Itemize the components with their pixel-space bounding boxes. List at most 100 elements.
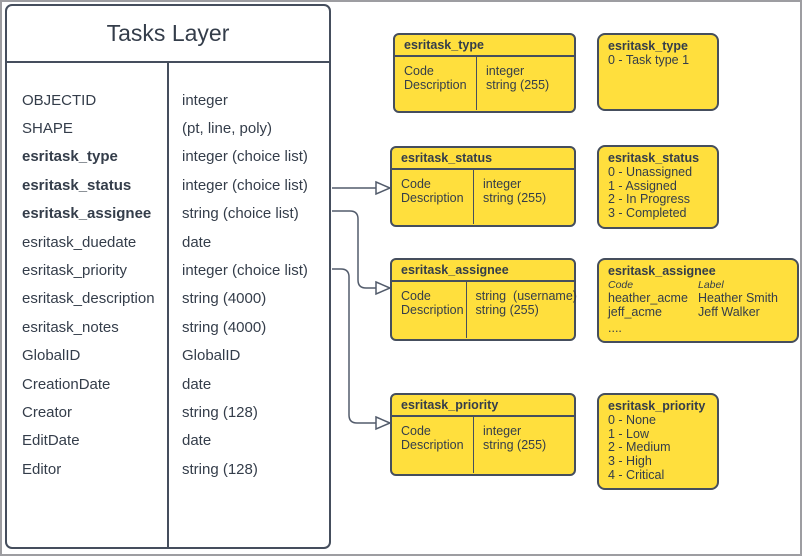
table-row: Editor string (128) xyxy=(7,455,329,483)
table-row: esritask_notes string (4000) xyxy=(7,313,329,341)
assignee-code: heather_acme xyxy=(608,290,688,305)
assignee-more-indicator: .... xyxy=(608,321,622,336)
value-list-item: 3 - High xyxy=(608,454,652,469)
field-type: date xyxy=(182,233,212,251)
domain-type: integer xyxy=(483,424,522,438)
field-name: Creator xyxy=(22,403,73,421)
tasks-layer-body: OBJECTID integer SHAPE(pt, line, poly) es… xyxy=(7,63,329,547)
domain-table-title: esritask_priority xyxy=(392,395,574,417)
domain-field: Code xyxy=(401,177,431,191)
table-row: CreationDate date xyxy=(7,370,329,398)
domain-table-title: esritask_assignee xyxy=(392,260,574,282)
field-type: integer (choice list) xyxy=(182,176,308,194)
domain-table-status: esritask_status Code Description integer… xyxy=(390,146,576,227)
domain-type: string (255) xyxy=(486,77,550,92)
value-list-item: 4 - Critical xyxy=(608,467,665,482)
field-name: esritask_description xyxy=(22,290,155,308)
table-row: SHAPE(pt, line, poly) xyxy=(7,114,329,142)
domain-type: string (255) xyxy=(475,302,539,317)
value-list-status: esritask_status 0 - Unassigned 1 - Assig… xyxy=(597,145,719,229)
domain-type-column: integer string (255) xyxy=(474,170,574,224)
domain-type-column: integer string (255) xyxy=(477,57,574,110)
domain-type: string (username) xyxy=(475,289,577,303)
domain-field: Description xyxy=(401,190,464,205)
value-list-item: 0 - Task type 1 xyxy=(608,52,690,67)
domain-field: Code xyxy=(401,289,431,303)
domain-type: integer xyxy=(483,177,522,191)
value-list-title: esritask_priority xyxy=(608,399,706,413)
field-name: EditDate xyxy=(22,432,80,450)
domain-table-body: Code Description integer string (255) xyxy=(392,170,574,224)
domain-type: integer xyxy=(486,64,525,78)
value-list-assignee: esritask_assignee Code Label heather_acm… xyxy=(597,258,799,343)
field-name: esritask_assignee xyxy=(22,205,152,223)
domain-field: Code xyxy=(404,64,434,78)
field-type: integer xyxy=(182,91,228,109)
arrowhead-assignee-icon xyxy=(375,280,392,296)
field-rows: OBJECTID integer SHAPE(pt, line, poly) es… xyxy=(7,63,329,483)
table-row: GlobalID GlobalID xyxy=(7,342,329,370)
domain-table-body: Code Description integer string (255) xyxy=(395,57,574,110)
value-list-item: 0 - None xyxy=(608,412,656,427)
field-name: CreationDate xyxy=(22,375,111,393)
field-name: Editor xyxy=(22,460,62,478)
table-row: esritask_duedate date xyxy=(7,228,329,256)
assignee-value-table: Code Label heather_acme Heather Smith je… xyxy=(608,279,788,320)
field-name: esritask_duedate xyxy=(22,233,137,251)
assignee-label: Jeff Walker xyxy=(698,304,760,319)
value-list-priority: esritask_priority 0 - None 1 - Low 2 - M… xyxy=(597,393,719,490)
field-name: esritask_notes xyxy=(22,318,119,336)
arrowhead-status-icon xyxy=(375,180,392,196)
field-name: esritask_priority xyxy=(22,262,128,280)
field-name: esritask_type xyxy=(22,148,118,166)
domain-field-column: Code Description xyxy=(395,57,477,110)
value-list-item: 2 - In Progress xyxy=(608,192,690,207)
tasks-layer-table: Tasks Layer OBJECTID integer SHAPE(pt, li… xyxy=(5,4,331,549)
field-type: GlobalID xyxy=(182,347,241,365)
domain-type: string (255) xyxy=(483,190,547,205)
table-row: esritask_assignee string (choice list) xyxy=(7,200,329,228)
value-list-type: esritask_type 0 - Task type 1 xyxy=(597,33,719,111)
connector-priority xyxy=(332,268,376,424)
column-divider xyxy=(167,63,169,547)
arrowhead-priority-icon xyxy=(375,415,392,431)
field-type: integer (choice list) xyxy=(182,262,308,280)
assignee-code: jeff_acme xyxy=(608,304,662,319)
connector-assignee xyxy=(332,210,376,289)
field-type: string (4000) xyxy=(182,318,267,336)
field-type: string (128) xyxy=(182,460,258,478)
table-row: Creator string (128) xyxy=(7,398,329,426)
value-list-item: 1 - Low xyxy=(608,426,649,441)
domain-type: string (255) xyxy=(483,437,547,452)
field-name: GlobalID xyxy=(22,347,81,365)
domain-field: Description xyxy=(401,302,464,317)
field-name: SHAPE xyxy=(22,120,73,138)
assignee-label: Heather Smith xyxy=(698,290,778,305)
field-name: OBJECTID xyxy=(22,91,97,109)
domain-type-column: integer string (255) xyxy=(474,417,574,473)
domain-field-column: Code Description xyxy=(392,170,474,224)
table-row: esritask_status integer (choice list) xyxy=(7,171,329,199)
value-list-item: 0 - Unassigned xyxy=(608,164,693,179)
field-name: esritask_status xyxy=(22,176,132,194)
assignee-col-header: Code xyxy=(608,278,634,291)
value-list-item: 1 - Assigned xyxy=(608,178,677,193)
domain-table-priority: esritask_priority Code Description integ… xyxy=(390,393,576,476)
domain-table-assignee: esritask_assignee Code Description strin… xyxy=(390,258,579,341)
domain-type-column: string (username) string (255) xyxy=(467,282,579,338)
value-list-title: esritask_status xyxy=(608,151,700,165)
tasks-layer-title: Tasks Layer xyxy=(7,6,329,63)
field-type: string (128) xyxy=(182,403,258,421)
table-row: EditDate date xyxy=(7,427,329,455)
field-type: date xyxy=(182,432,212,450)
value-list-title: esritask_assignee xyxy=(608,264,716,278)
field-type: string (choice list) xyxy=(182,205,299,223)
domain-table-body: Code Description integer string (255) xyxy=(392,417,574,473)
field-type: date xyxy=(182,375,212,393)
domain-table-type: esritask_type Code Description integer s… xyxy=(393,33,576,113)
domain-field: Description xyxy=(401,437,464,452)
domain-field: Code xyxy=(401,424,431,438)
